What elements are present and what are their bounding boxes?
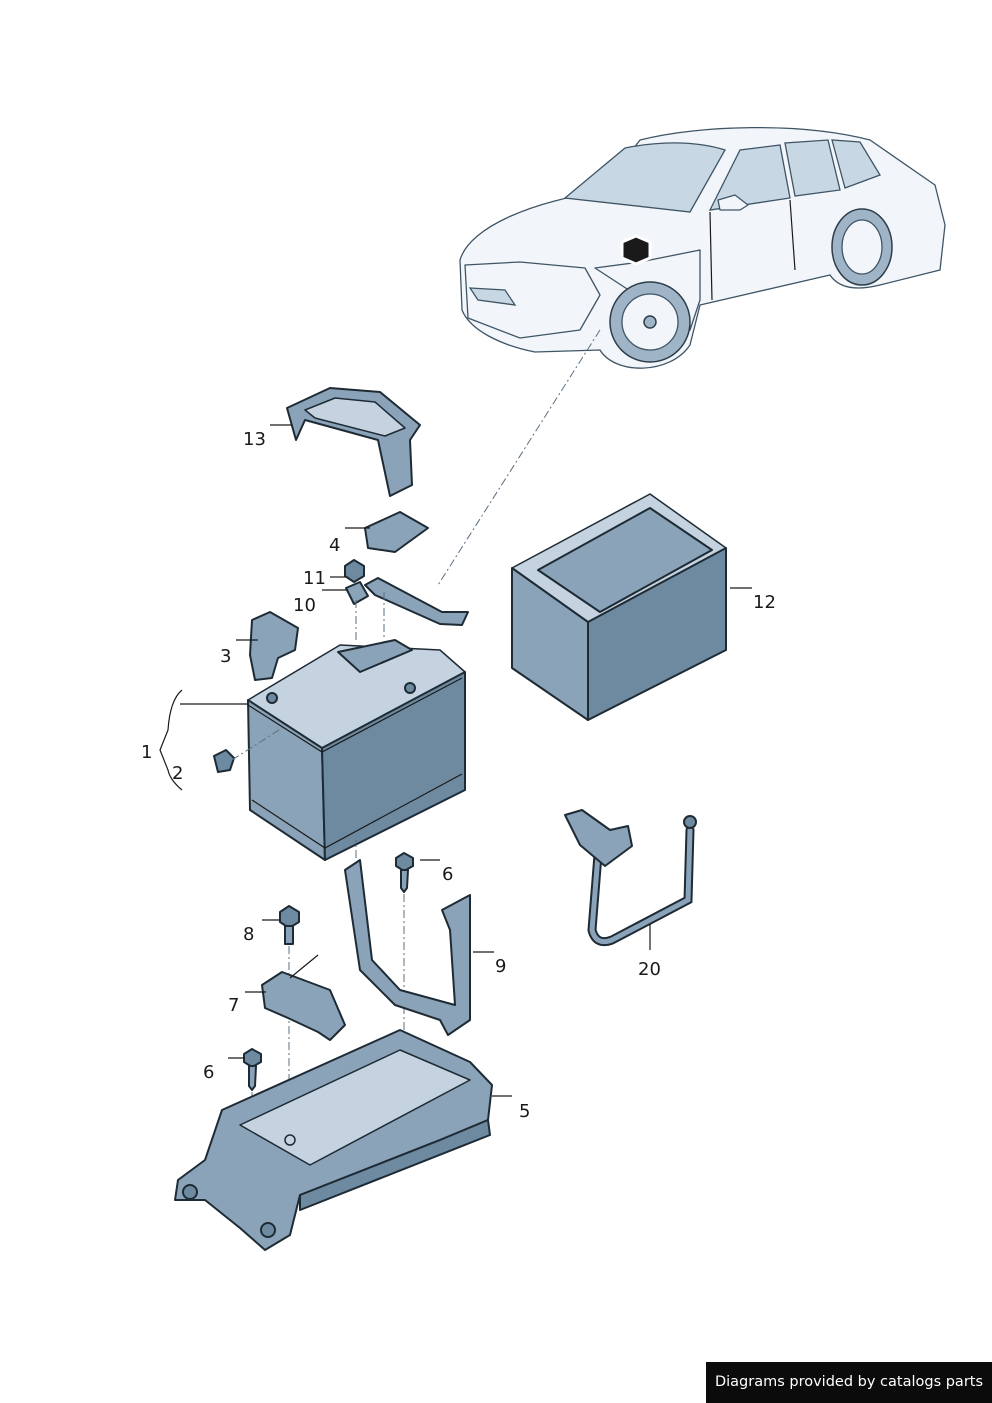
callout-6-upper: 6	[442, 864, 453, 885]
part-2-vent-plug	[213, 727, 283, 773]
part-4-terminal-cover	[345, 511, 429, 553]
callout-10: 10	[293, 595, 316, 616]
callout-1: 1	[141, 742, 152, 763]
callout-3: 3	[220, 646, 231, 667]
vehicle-illustration	[459, 126, 946, 369]
callout-5: 5	[519, 1101, 530, 1122]
part-12-battery-box	[511, 493, 752, 721]
part-7-clamp-plate	[245, 954, 346, 1041]
locator-line	[437, 329, 601, 586]
callout-labels: 13 4 11 10 3 1 2 12 6 9 20 8 7 6 5	[141, 429, 776, 1122]
part-11-nut	[330, 559, 365, 583]
callout-8: 8	[243, 924, 254, 945]
part-9-bracket	[344, 840, 494, 1036]
part-13-holder	[270, 387, 421, 497]
part-3-terminal-cap	[236, 611, 299, 681]
callout-4: 4	[329, 535, 340, 556]
callout-13: 13	[243, 429, 266, 450]
part-10-clamp	[322, 577, 469, 640]
callout-7: 7	[228, 995, 239, 1016]
callout-2: 2	[172, 763, 183, 784]
credit-banner: Diagrams provided by catalogs parts	[706, 1362, 992, 1403]
part-5-tray	[174, 1029, 512, 1251]
callout-20: 20	[638, 959, 661, 980]
callout-9: 9	[495, 956, 506, 977]
callout-11: 11	[303, 568, 326, 589]
part-20-ground-cable	[564, 809, 697, 950]
callout-6-lower: 6	[203, 1062, 214, 1083]
callout-12: 12	[753, 592, 776, 613]
part-1-battery	[159, 639, 466, 861]
hexagon-icon	[620, 234, 652, 266]
